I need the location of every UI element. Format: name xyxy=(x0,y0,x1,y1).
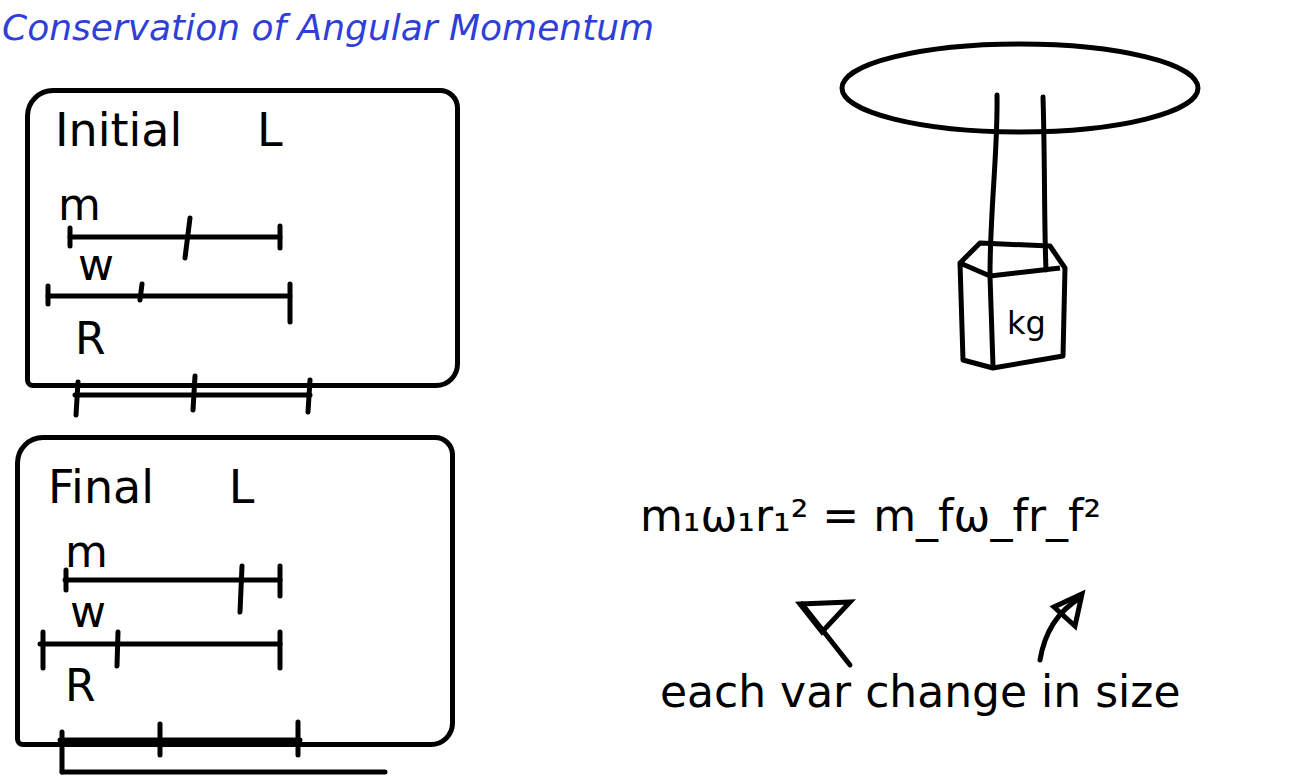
equation: m₁ω₁r₁² = m_fω_fr_f² xyxy=(640,492,1101,540)
variable-label: R xyxy=(75,315,106,363)
variable-label: w xyxy=(78,241,114,289)
panel-box: Final L mwR xyxy=(15,435,455,747)
box-heading: Final L xyxy=(48,462,254,513)
variable-label: R xyxy=(65,662,96,710)
box-heading: kg xyxy=(1007,306,1046,341)
variable-label: w xyxy=(70,588,106,636)
variable-label: m xyxy=(65,528,108,576)
variable-label: m xyxy=(58,181,101,229)
title: Conservation of Angular Momentum xyxy=(2,8,654,48)
panel-box: Initial L mwR xyxy=(25,88,460,388)
box-heading: Initial L xyxy=(55,105,283,156)
mass-box: kg xyxy=(955,238,1070,373)
note: each var change in size xyxy=(660,668,1181,716)
